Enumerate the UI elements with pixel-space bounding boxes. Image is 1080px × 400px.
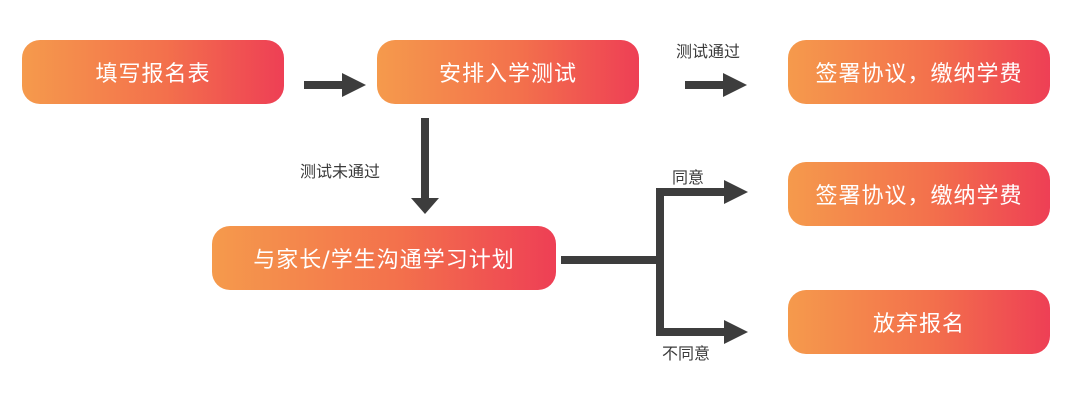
edge-label-agree: 同意 [672, 168, 705, 187]
step-fill-form: 填写报名表 [22, 40, 284, 104]
step-entrance-test: 安排入学测试 [377, 40, 639, 104]
step-sign-pay-pass: 签署协议，缴纳学费 [788, 40, 1050, 104]
arrow-test-to-sign [685, 73, 747, 97]
step-give-up-label: 放弃报名 [872, 312, 965, 337]
edge-label-disagree: 不同意 [662, 344, 711, 363]
step-fill-form-label: 填写报名表 [95, 62, 211, 87]
branch-connector [561, 180, 748, 344]
step-parent-plan-label: 与家长/学生沟通学习计划 [253, 248, 515, 273]
step-parent-plan: 与家长/学生沟通学习计划 [212, 226, 556, 290]
step-entrance-test-label: 安排入学测试 [438, 62, 577, 87]
arrow-fill-to-test [304, 73, 366, 97]
arrow-test-to-talk [411, 118, 439, 214]
step-give-up: 放弃报名 [788, 290, 1050, 354]
edge-label-test-passed: 测试通过 [676, 42, 741, 61]
step-sign-pay-agree: 签署协议，缴纳学费 [788, 162, 1050, 226]
edge-label-test-failed: 测试未通过 [300, 162, 381, 181]
step-sign-pay-pass-label: 签署协议，缴纳学费 [815, 62, 1023, 87]
step-sign-pay-agree-label: 签署协议，缴纳学费 [815, 184, 1023, 209]
